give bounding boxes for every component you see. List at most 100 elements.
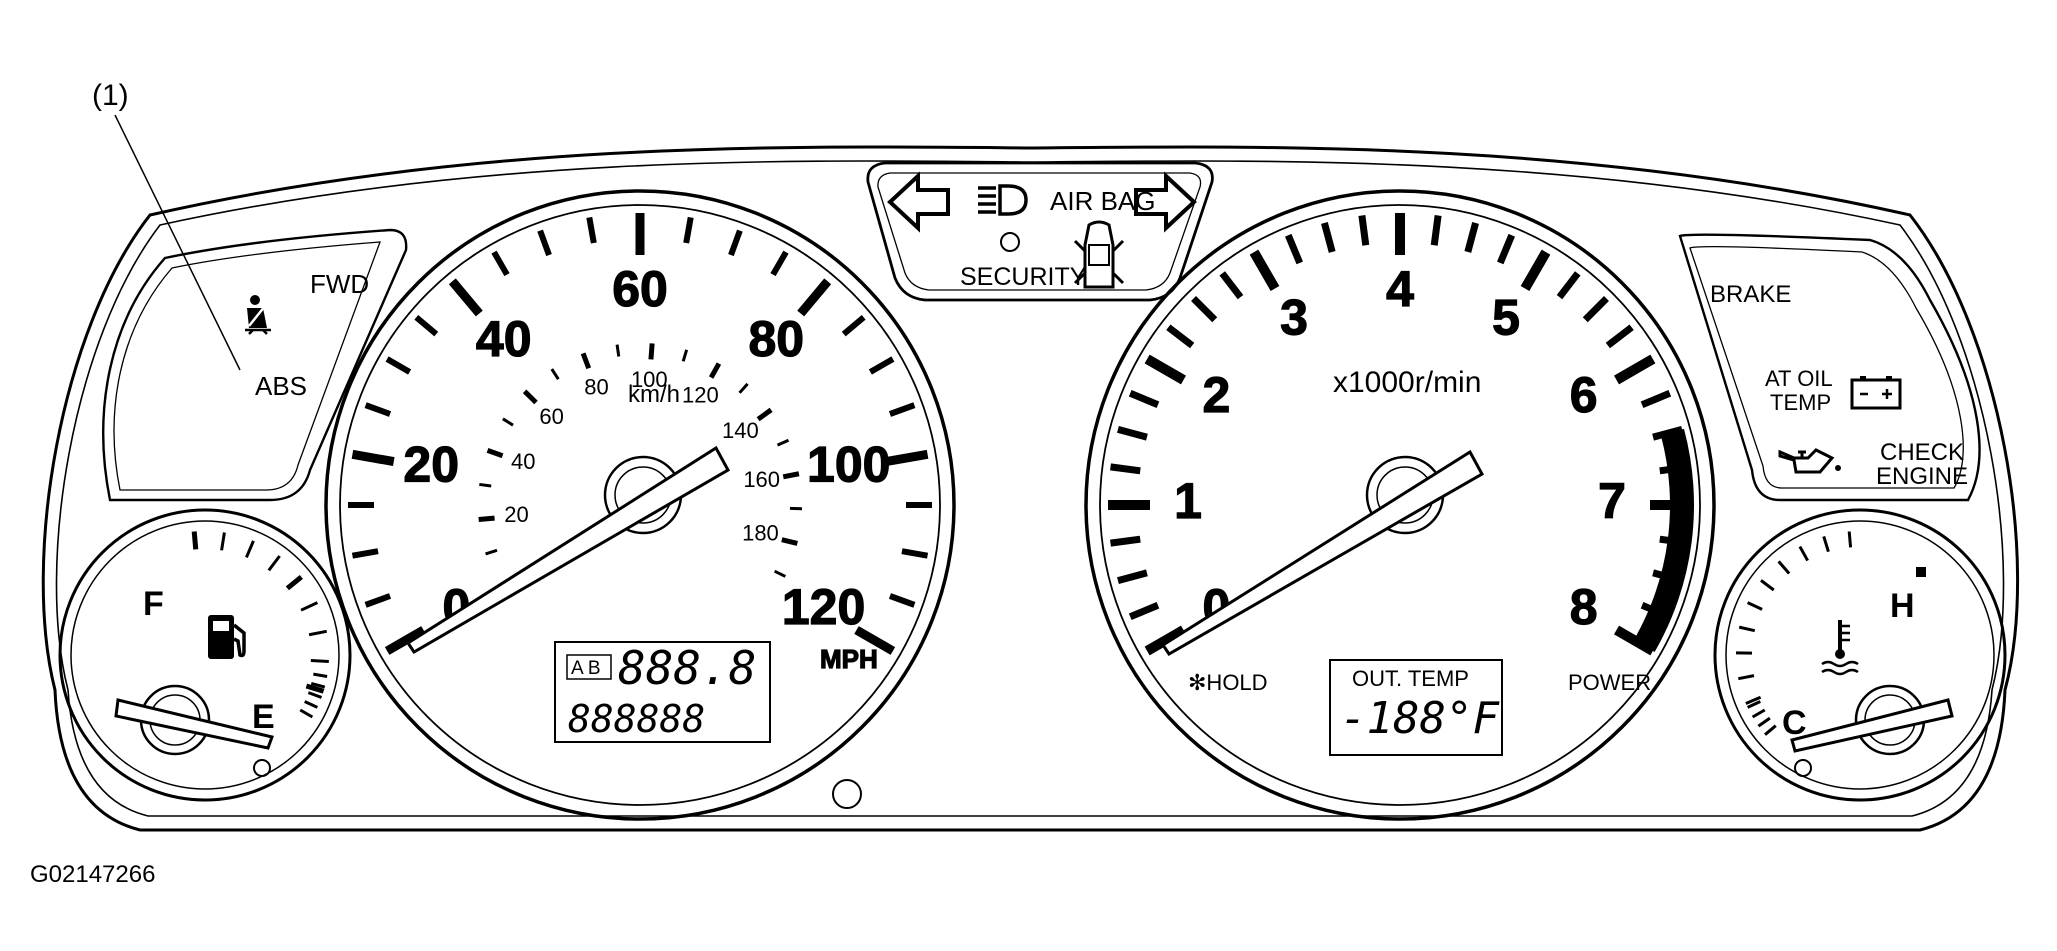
callout-leader-line	[114, 114, 241, 371]
fuel-gauge-tick	[304, 700, 319, 709]
power-mode-label: POWER	[1568, 670, 1651, 695]
check-engine-label-2: ENGINE	[1876, 463, 1968, 490]
speedometer-minor-tick	[841, 315, 866, 337]
speedometer-minor-tick	[491, 250, 510, 277]
temperature-gauge-tick	[1764, 724, 1777, 736]
temperature-indicator-lamp	[1794, 759, 1812, 777]
fuel-gauge-tick	[245, 540, 255, 559]
speedometer-kmh-tick	[681, 349, 689, 362]
speedometer-minor-tick	[901, 548, 929, 559]
speedometer-kmh-label: 100	[631, 367, 668, 392]
callout-label: (1)	[92, 79, 129, 112]
car-door-icon	[1073, 220, 1125, 289]
tachometer-minor-tick	[1219, 271, 1244, 300]
fuel-gauge-tick	[307, 691, 323, 699]
high-beam-icon	[978, 184, 1028, 216]
tachometer-minor-tick	[1430, 215, 1442, 246]
temperature-cold-label: C	[1782, 704, 1807, 742]
speedometer-major-tick	[351, 449, 395, 467]
tachometer-major-tick	[1520, 249, 1551, 291]
speedometer-minor-tick	[385, 356, 412, 375]
fuel-gauge-tick	[310, 659, 329, 663]
odometer-ab-label: A B	[571, 658, 601, 679]
fuel-gauge-bezel	[58, 508, 352, 802]
fuel-gauge-tick	[313, 672, 328, 679]
odometer-display	[554, 641, 771, 743]
speedometer-kmh-tick	[781, 537, 798, 546]
fuel-gauge-tick	[191, 531, 199, 550]
fuel-gauge-tick	[310, 682, 326, 689]
temperature-gauge-tick	[1751, 708, 1766, 719]
outside-temp-display	[1329, 659, 1503, 756]
temperature-gauge-tick	[1746, 700, 1761, 709]
speedometer-kmh-tick	[615, 344, 621, 357]
temperature-gauge-tick	[1738, 625, 1756, 633]
cluster-inner-housing	[55, 160, 2005, 817]
figure-id-label: G02147266	[30, 861, 155, 888]
speedometer-kmh-tick	[708, 362, 722, 379]
speedometer-minor-tick	[728, 229, 743, 257]
kmh-unit-label: km/h	[628, 381, 680, 408]
center-indicator-panel-inner	[877, 172, 1202, 291]
temperature-hot-label: H	[1890, 587, 1915, 625]
speedometer-mph-label: 60	[612, 261, 668, 317]
tachometer-minor-tick	[1285, 233, 1303, 265]
temperature-gauge-tick	[1760, 579, 1775, 592]
temperature-gauge-tick	[1745, 695, 1762, 705]
speedometer-face	[339, 204, 941, 806]
oil-can-icon	[1778, 448, 1841, 474]
fuel-gauge-tick	[299, 708, 314, 719]
fuel-gauge-needle	[114, 698, 274, 750]
mph-unit-label: MPH	[820, 644, 878, 674]
speedometer-kmh-tick	[485, 548, 498, 556]
speedometer-kmh-tick	[580, 352, 592, 370]
fuel-empty-label: E	[252, 698, 275, 736]
speedometer-kmh-tick	[486, 447, 504, 459]
temperature-gauge-bezel	[1713, 508, 2007, 802]
at-oil-label: AT OIL	[1765, 366, 1833, 391]
tachometer-label: 1	[1174, 473, 1202, 529]
temperature-gauge-tick	[1737, 674, 1755, 681]
outside-temp-value: -188°F	[1340, 693, 1500, 744]
speedometer-mph-label: 100	[807, 436, 890, 492]
odometer-ab-box	[566, 654, 612, 680]
left-warning-panel	[102, 228, 408, 502]
speedometer-major-tick	[384, 626, 426, 655]
speedometer-scale	[348, 213, 932, 655]
speedometer-major-tick	[885, 449, 929, 467]
tachometer-label: 6	[1570, 367, 1598, 423]
trip-odometer-value: 888.8	[618, 641, 756, 695]
fuel-gauge-tick	[300, 601, 319, 612]
tachometer-minor-tick	[1640, 390, 1672, 408]
tachometer-label: 7	[1598, 473, 1626, 529]
turn-signal-left-icon	[887, 171, 950, 233]
speedometer-minor-tick	[868, 356, 895, 375]
speedometer-kmh-tick	[756, 407, 773, 422]
fuel-gauge-tick	[285, 575, 303, 591]
speedometer-kmh-label: 180	[742, 520, 779, 545]
tachometer-minor-tick	[1358, 215, 1370, 246]
tachometer-red-zone	[1633, 428, 1694, 652]
tachometer-label: 2	[1202, 367, 1230, 423]
temperature-gauge-face	[1725, 520, 1995, 790]
temperature-gauge-scale	[1735, 531, 1853, 736]
speedometer-major-tick	[797, 278, 832, 317]
tachometer-minor-tick	[1191, 296, 1218, 323]
tachometer-needle	[1160, 449, 1485, 657]
speedometer-kmh-tick	[648, 343, 655, 360]
speedometer-minor-tick	[683, 216, 694, 244]
temperature-gauge-tick	[1777, 560, 1791, 575]
speedometer-bezel	[324, 189, 956, 821]
security-label: SECURITY	[960, 263, 1087, 291]
tachometer-major-tick	[1249, 249, 1280, 291]
tachometer-label: 8	[1570, 579, 1598, 635]
fuel-gauge-tick	[308, 629, 328, 637]
tachometer-major-tick	[1144, 354, 1186, 385]
fuel-gauge-face	[70, 520, 340, 790]
fuel-gauge-tick	[267, 555, 281, 572]
speedometer-mph-label: 120	[782, 579, 865, 635]
speedometer-kmh-tick	[782, 471, 800, 480]
